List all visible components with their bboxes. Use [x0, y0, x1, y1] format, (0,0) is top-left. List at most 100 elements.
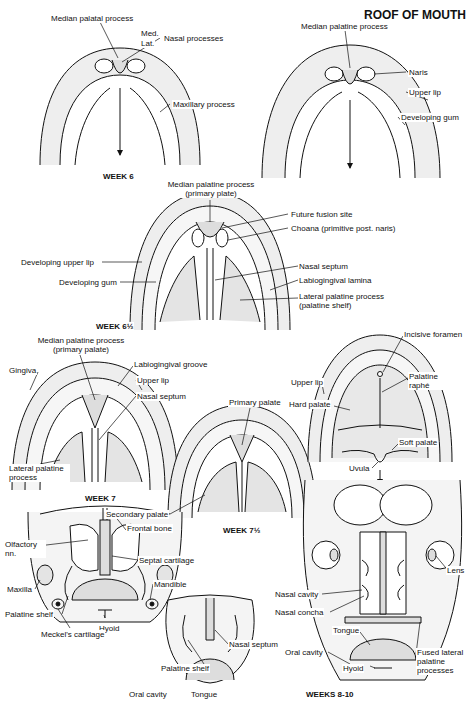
part-label: Median palatal process: [50, 14, 134, 23]
coronal-section-week8-part: [380, 532, 386, 614]
coronal-section-week8-part: [374, 668, 392, 669]
week6-5-palate-part: [220, 256, 260, 322]
part-label: Median palatine process (primary palate): [30, 336, 132, 354]
week6-palate-part: [60, 75, 180, 165]
leader-lines-part: [436, 556, 446, 568]
leader-lines-part: [122, 38, 160, 62]
week7-5-palate-part: [198, 462, 239, 512]
coronal-section-week8-part: [360, 532, 406, 614]
stage-label: WEEK 6: [102, 172, 135, 181]
week6-late-palate-part: [300, 92, 400, 178]
part-label: Mandible: [153, 580, 187, 589]
part-label: Gingiva: [8, 366, 37, 375]
leader-lines-part: [242, 408, 250, 445]
leader-lines-part: [160, 104, 170, 112]
page-title: ROOF OF MOUTH: [364, 8, 466, 22]
stage-label: WEEK 6½: [95, 322, 134, 331]
coronal-section-week7-part: [28, 512, 182, 622]
week7-5-palate-part: [168, 405, 316, 518]
coronal-section-week7-part: [72, 579, 138, 600]
part-label: Lateral palatine process: [8, 464, 70, 482]
leader-lines-part: [270, 280, 298, 290]
week6-5-palate-part: [160, 256, 200, 322]
part-label: Fused lateral palatine processes: [416, 648, 470, 675]
week8-palate-part: [378, 372, 383, 377]
week8-palate-part: [320, 350, 440, 462]
part-label: Secondary palate: [105, 510, 169, 519]
coronal-section-week7-part: [65, 566, 145, 600]
leader-lines-part: [99, 396, 136, 440]
part-label: Labiogingival lamina: [298, 276, 373, 285]
part-label: Primary palate: [228, 398, 282, 407]
part-label: Hard palate: [288, 400, 331, 409]
part-label: Olfactory nn.: [4, 540, 46, 558]
part-label: Oral cavity: [284, 648, 324, 657]
coronal-section-week8-part: [312, 541, 340, 569]
coronal-section-week7-part: [100, 520, 110, 575]
leader-lines-part: [383, 336, 403, 372]
part-label: Tongue: [332, 626, 360, 635]
part-label: Palatine shelf: [160, 664, 210, 673]
week8-palate-part: [380, 378, 381, 428]
week7-5-palate-part: [245, 462, 286, 512]
leader-lines-part: [360, 632, 370, 645]
leader-lines-part: [382, 378, 408, 392]
part-label: Incisive foramen: [403, 330, 463, 339]
part-label: Oral cavity: [128, 690, 168, 699]
week6-5-palate-part: [130, 192, 290, 330]
leader-lines-part: [215, 266, 298, 280]
part-label: Choana (primitive post. naris): [290, 224, 396, 233]
part-label: Meckel's cartilage: [40, 630, 105, 639]
leader-lines-part: [62, 596, 68, 614]
leader-lines-part: [372, 462, 378, 468]
part-label: Median palatine process (primary plate): [160, 180, 262, 198]
week8-palate-part: [342, 450, 418, 462]
part-label: Upper lip: [136, 376, 170, 385]
leader-lines-part: [102, 262, 142, 263]
week6-palate-part: [75, 88, 165, 165]
week7-palate-part: [105, 432, 142, 482]
part-label: Developing upper lip: [20, 258, 95, 267]
leader-lines-part: [80, 355, 95, 400]
coronal-section-week7-part: [37, 565, 53, 585]
part-label: Nasal septum: [228, 640, 279, 649]
coronal-section-week7-part: [70, 524, 98, 571]
part-label: Lateral palatine process (palatine shelf…: [298, 292, 400, 310]
coronal-section-week7-part: [150, 602, 154, 606]
week7-5-palate-part: [180, 420, 304, 518]
part-label: Septal cartilage: [138, 556, 195, 565]
leader-lines-part: [330, 596, 364, 612]
coronal-section-week8-part: [334, 485, 386, 525]
part-label: Nasal cavity: [274, 590, 319, 599]
leader-lines-part: [228, 228, 288, 240]
part-label: Hyoid: [342, 664, 364, 673]
week6-5-palate-part: [155, 222, 265, 330]
part-label: Maxilla: [6, 585, 33, 594]
week6-5-palate: [130, 192, 290, 330]
leader-lines-part: [334, 406, 350, 410]
part-label: Developing gum: [58, 278, 118, 287]
leader-lines-part: [58, 609, 70, 628]
part-label: Nasal septum: [298, 262, 349, 271]
part-label: Labiogingival groove: [133, 360, 208, 369]
week8-palate-part: [338, 425, 422, 430]
week8-palate-part: [308, 335, 452, 462]
week6-palate-part: [112, 60, 128, 73]
part-label: Palatine shelf: [4, 610, 54, 619]
part-label: Lens: [446, 566, 465, 575]
week6-5-palate-part: [196, 222, 224, 237]
part-label: Naris: [408, 68, 429, 77]
leader-lines-part: [112, 556, 138, 560]
week6-late-palate: [262, 45, 440, 178]
leader-lines-part: [345, 30, 350, 68]
leader-lines-part: [104, 615, 105, 618]
part-label: Soft palate: [398, 438, 438, 447]
week6-palate-part: [95, 59, 113, 73]
week6-late-palate-part: [342, 70, 358, 84]
part-label: Maxillary process: [172, 100, 236, 109]
part-label: Upper lip: [408, 88, 442, 97]
leader-lines-part: [118, 366, 133, 386]
coronal-section-week8-part: [345, 617, 421, 623]
coronal-section-week8-part: [350, 639, 416, 660]
coronal-section-week7-part: [98, 610, 112, 618]
